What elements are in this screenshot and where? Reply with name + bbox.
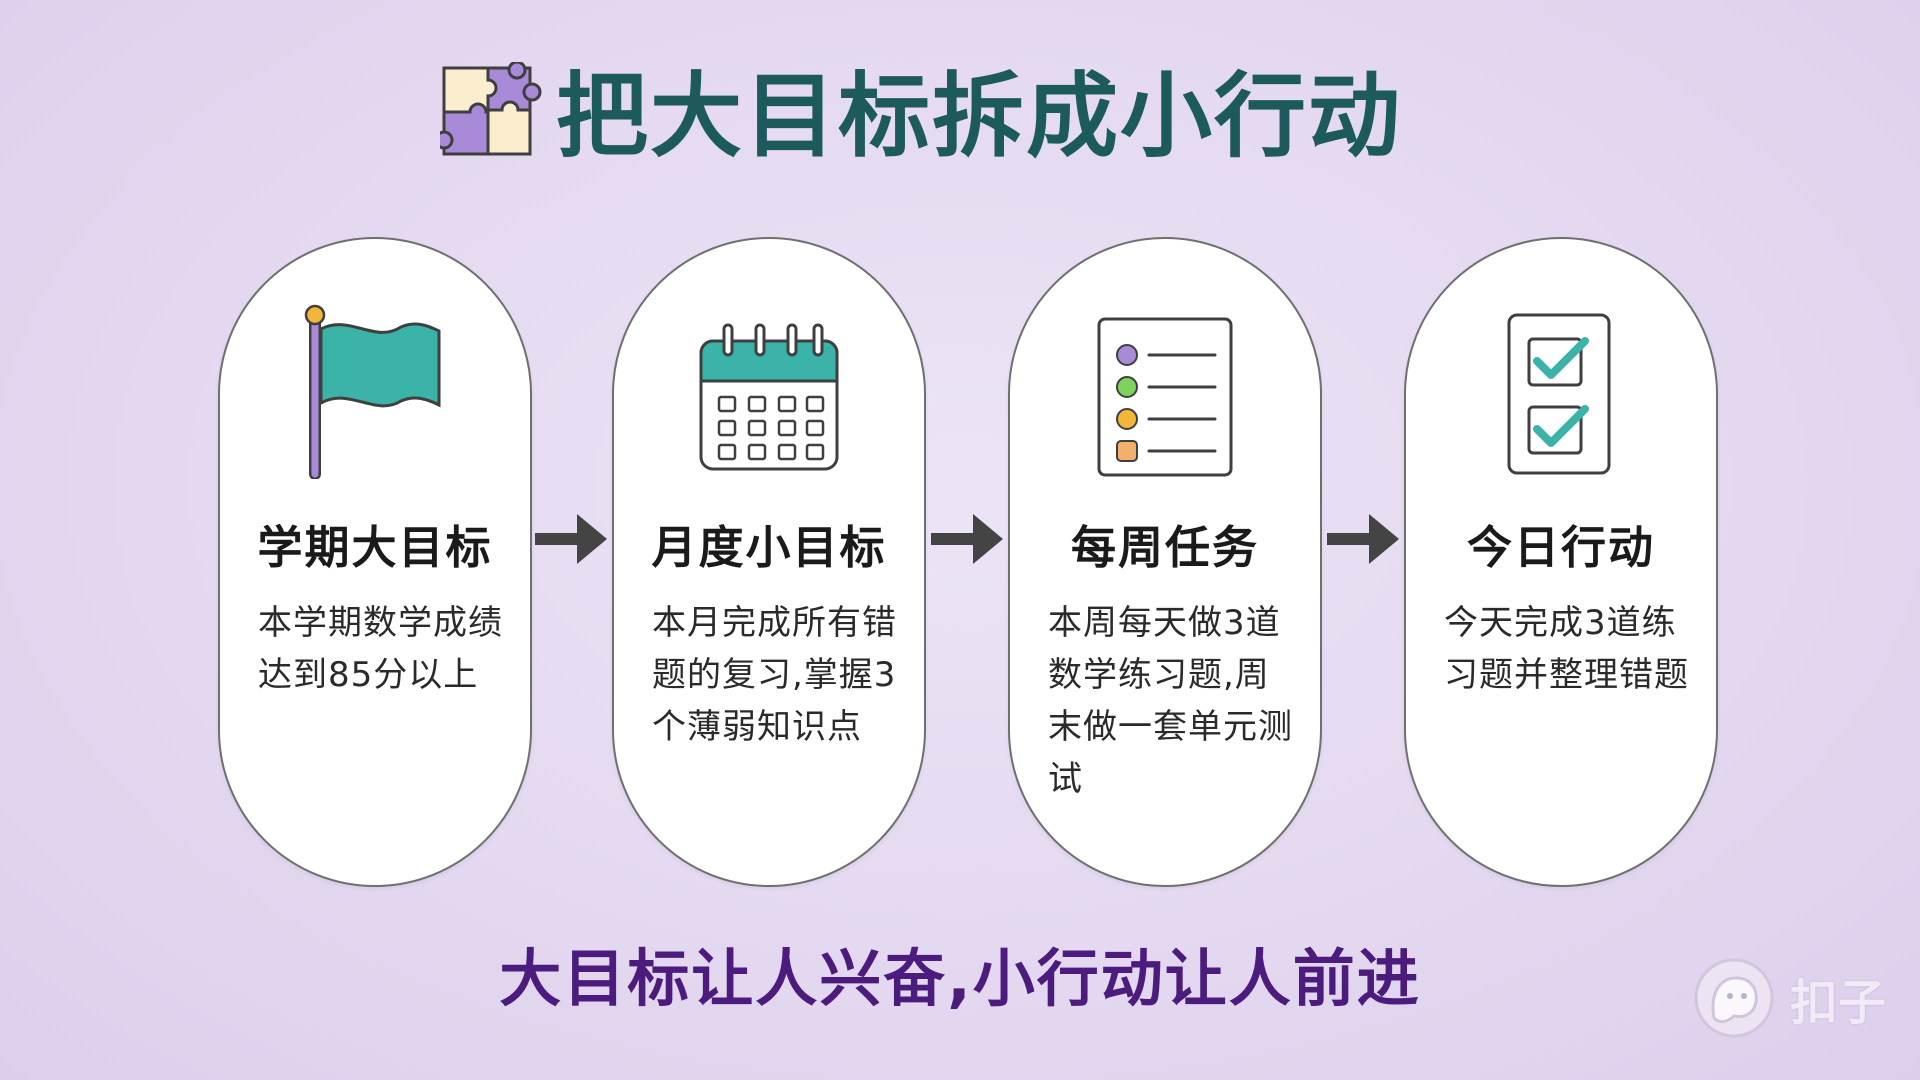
flag-icon [304,304,441,479]
arrow-right-icon [535,514,607,564]
step-description: 本周每天做3道数学练习题,周末做一套单元测试 [1048,603,1293,799]
slogan: 大目标让人兴奋,小行动让人前进 [499,942,1421,1015]
step-card-monthly-goal: 月度小目标 本月完成所有错题的复习,掌握3个薄弱知识点 [612,237,926,887]
watermark-text: 扣子 [1789,975,1886,1031]
step-title: 每周任务 [1070,521,1259,574]
coze-logo-icon [1694,958,1774,1038]
watermark: 扣子 [1692,956,1886,1040]
step-title: 学期大目标 [257,521,493,574]
step-description: 本月完成所有错题的复习,掌握3个薄弱知识点 [652,603,897,747]
calendar-icon [699,323,839,471]
step-card-semester-goal: 学期大目标 本学期数学成绩达到85分以上 [218,237,532,887]
step-description: 本学期数学成绩达到85分以上 [258,603,503,695]
arrow-right-icon [931,514,1003,564]
header: 把大目标拆成小行动 [440,52,1402,182]
page-title: 把大目标拆成小行动 [556,63,1403,170]
step-description: 今天完成3道练习题并整理错题 [1444,603,1689,695]
puzzle-icon [440,62,542,156]
step-title: 今日行动 [1466,521,1655,574]
arrow-right-icon [1327,514,1399,564]
step-card-weekly-tasks: 每周任务 本周每天做3道数学练习题,周末做一套单元测试 [1008,237,1322,887]
step-card-daily-action: 今日行动 今天完成3道练习题并整理错题 [1404,237,1718,887]
checklist-icon [1097,317,1233,477]
checkbox-icon [1507,313,1611,475]
step-title: 月度小目标 [651,521,887,574]
